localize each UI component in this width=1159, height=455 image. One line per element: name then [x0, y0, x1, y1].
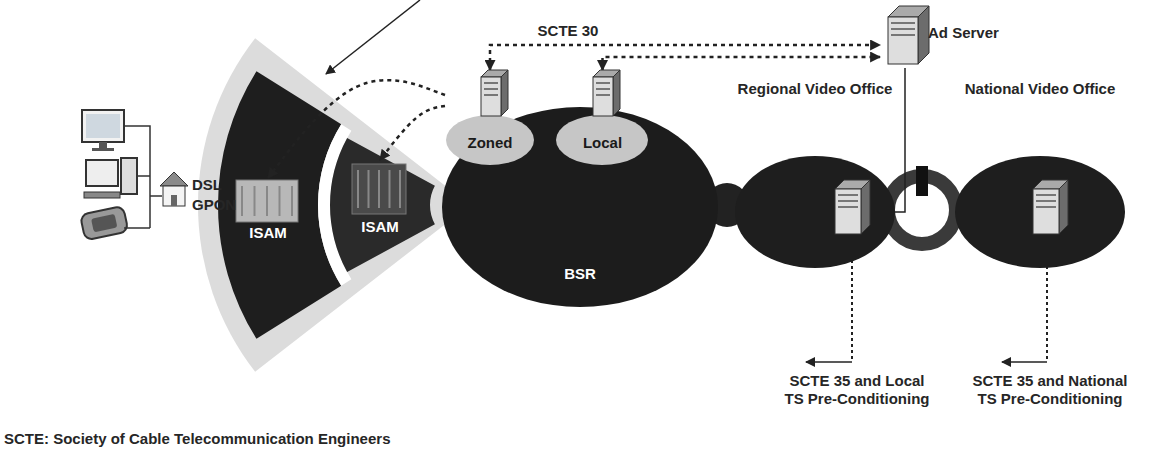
house-icon	[160, 172, 188, 206]
signal-connector	[490, 45, 880, 70]
server-icon	[481, 70, 508, 116]
isam-device: ISAM	[228, 178, 308, 248]
protocol-label: SCTE 30	[535, 22, 602, 40]
user-devices	[80, 110, 137, 240]
node-label: ISAM	[340, 218, 420, 236]
ring-node	[916, 166, 928, 196]
node-label: National Video Office	[955, 80, 1125, 98]
fan-outer	[198, 38, 470, 372]
leader-arrow	[806, 361, 852, 363]
zoned-site: Zoned	[445, 70, 535, 165]
node-label: Local	[555, 134, 650, 152]
server-icon	[593, 70, 620, 116]
national-office: National Video Office	[955, 80, 1125, 270]
leader-arrow	[1002, 361, 1047, 363]
signal-connector	[603, 57, 881, 70]
node-label: Regional Video Office	[735, 80, 895, 98]
regional-office: Regional Video Office	[735, 80, 895, 270]
node-ellipse	[735, 156, 895, 268]
node-label: ISAM	[228, 224, 308, 242]
isam-chassis	[352, 164, 406, 214]
fan-band	[330, 138, 435, 272]
home-wiring	[124, 126, 162, 228]
node-ellipse	[955, 156, 1125, 268]
node-shape	[955, 80, 1125, 270]
link-type: GPON	[192, 196, 252, 214]
link-type: DSL	[192, 176, 252, 194]
access-fan	[198, 38, 470, 372]
server-icon	[1033, 180, 1068, 234]
signal-connector	[895, 68, 905, 212]
isam-chassis	[236, 180, 298, 222]
local-site: Local	[555, 70, 650, 165]
function-note: SCTE 35 and National TS Pre-Conditioning	[970, 372, 1130, 408]
signal-connector	[268, 80, 445, 178]
server-icon	[835, 180, 870, 234]
footnote: SCTE: Society of Cable Telecommunication…	[4, 430, 644, 448]
node-shape	[735, 80, 895, 270]
ad-server: Ad Server	[880, 2, 1050, 68]
node-label: BSR	[440, 265, 720, 283]
server-icon	[888, 6, 929, 64]
function-note: SCTE 35 and Local TS Pre-Conditioning	[782, 372, 932, 408]
node-label: Zoned	[445, 134, 535, 152]
node-ellipse	[446, 115, 534, 165]
callout-arrow	[326, 0, 420, 74]
signal-connector	[380, 106, 445, 160]
isam-device: ISAM	[340, 160, 420, 240]
node-label: Ad Server	[928, 24, 1046, 42]
